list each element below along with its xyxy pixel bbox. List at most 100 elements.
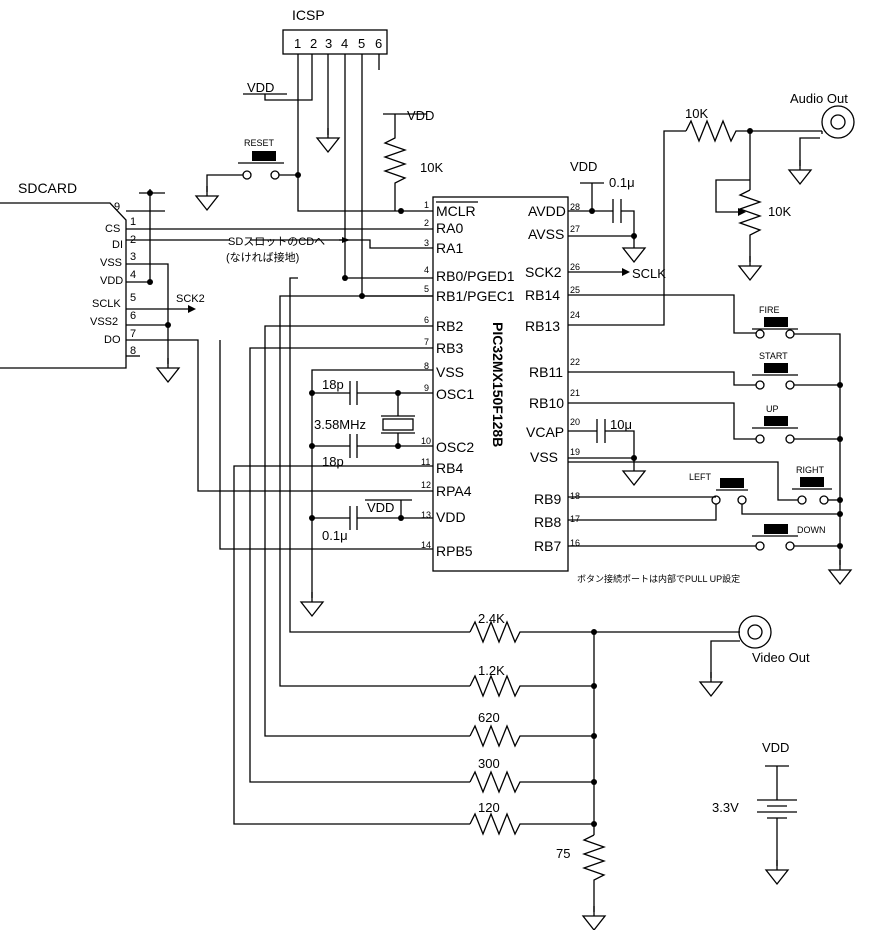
pullup-resistor-label: 10K [420, 160, 443, 175]
svg-text:11: 11 [421, 457, 430, 467]
battery-voltage: 3.3V [712, 800, 739, 815]
crystal-label: 3.58MHz [314, 417, 366, 432]
svg-text:SCLK: SCLK [92, 298, 121, 310]
svg-text:VDD: VDD [436, 509, 466, 525]
svg-text:16: 16 [570, 538, 580, 548]
left-button[interactable]: LEFT [689, 472, 748, 505]
svg-text:18: 18 [570, 491, 580, 501]
icsp-pin-6: 6 [375, 36, 382, 51]
reset-label: RESET [244, 138, 275, 148]
svg-text:7: 7 [130, 328, 136, 340]
svg-text:VCAP: VCAP [526, 424, 564, 440]
svg-text:VSS: VSS [436, 364, 464, 380]
audio-resistor-label: 10K [685, 106, 708, 121]
svg-text:10: 10 [421, 436, 431, 446]
fire-button[interactable]: FIRE [752, 305, 798, 339]
svg-text:3: 3 [130, 251, 136, 263]
svg-text:12: 12 [421, 480, 431, 490]
svg-text:VDD: VDD [100, 275, 123, 287]
svg-text:620: 620 [478, 710, 500, 725]
svg-text:CS: CS [105, 223, 120, 235]
svg-text:75: 75 [556, 846, 570, 861]
icsp-pin-1: 1 [294, 36, 301, 51]
svg-text:21: 21 [570, 388, 580, 398]
svg-text:SCK2: SCK2 [525, 264, 562, 280]
svg-text:8: 8 [424, 361, 429, 371]
pin-mclr: MCLR [436, 203, 476, 219]
svg-text:LEFT: LEFT [689, 472, 712, 482]
cap-vcap-label: 10μ [610, 417, 632, 432]
icsp-title: ICSP [292, 7, 325, 23]
svg-text:24: 24 [570, 310, 580, 320]
button-pullup-note: ボタン接続ポートは内部でPULL UP設定 [577, 573, 740, 584]
svg-text:1: 1 [130, 216, 136, 228]
svg-text:VSS2: VSS2 [90, 316, 118, 328]
svg-text:RA0: RA0 [436, 220, 463, 236]
svg-text:AVSS: AVSS [528, 226, 564, 242]
svg-text:19: 19 [570, 447, 580, 457]
svg-text:DI: DI [112, 239, 123, 251]
svg-text:9: 9 [424, 383, 429, 393]
svg-text:1: 1 [424, 200, 429, 210]
icsp-connector: ICSP 1 2 3 4 5 6 [282, 7, 388, 55]
svg-text:RB4: RB4 [436, 460, 463, 476]
svg-text:RB1/PGEC1: RB1/PGEC1 [436, 288, 515, 304]
svg-text:27: 27 [570, 224, 580, 234]
svg-text:RB0/PGED1: RB0/PGED1 [436, 268, 515, 284]
svg-text:RB9: RB9 [534, 491, 561, 507]
mcu-ic: PIC32MX150F128B MCLR RA0 RA1 RB0/PGED1 R… [421, 196, 580, 572]
svg-text:120: 120 [478, 800, 500, 815]
svg-text:20: 20 [570, 417, 580, 427]
svg-text:VDD: VDD [762, 740, 789, 755]
svg-text:RPB5: RPB5 [436, 543, 473, 559]
svg-text:RB13: RB13 [525, 318, 560, 334]
mcu-part-number: PIC32MX150F128B [490, 322, 506, 447]
svg-text:VSS: VSS [530, 449, 558, 465]
sd-cd-note-2: (なければ接地) [226, 251, 299, 264]
vdd13-label: VDD [367, 500, 394, 515]
video-out-jack: Video Out [738, 615, 810, 665]
svg-text:6: 6 [424, 315, 429, 325]
cap-avdd-label: 0.1μ [609, 175, 635, 190]
svg-text:OSC1: OSC1 [436, 386, 474, 402]
avdd-vdd-label: VDD [570, 159, 597, 174]
svg-text:7: 7 [424, 337, 429, 347]
svg-text:RB10: RB10 [529, 395, 564, 411]
svg-text:RB14: RB14 [525, 287, 560, 303]
cap-osc1-label: 18p [322, 377, 344, 392]
icsp-pin-2: 2 [310, 36, 317, 51]
video-out-label: Video Out [752, 650, 810, 665]
icsp-vdd-label: VDD [247, 80, 274, 95]
svg-text:RB11: RB11 [529, 364, 563, 380]
pullup-vdd-label: VDD [407, 108, 434, 123]
svg-text:26: 26 [570, 262, 580, 272]
audio-vr-label: 10K [768, 204, 791, 219]
svg-text:RPA4: RPA4 [436, 483, 472, 499]
sd-cd-note: SDスロットのCDへ [228, 236, 325, 248]
audio-out-label: Audio Out [790, 91, 848, 106]
video-dac: 2.4K 1.2K 620 300 120 75 [469, 611, 740, 930]
svg-text:300: 300 [478, 756, 500, 771]
right-button[interactable]: RIGHT [792, 465, 832, 505]
svg-text:6: 6 [130, 310, 136, 322]
svg-text:RB8: RB8 [534, 514, 561, 530]
svg-text:25: 25 [570, 285, 580, 295]
svg-text:DOWN: DOWN [797, 525, 826, 535]
svg-text:DO: DO [104, 334, 121, 346]
svg-text:8: 8 [130, 345, 136, 357]
svg-text:9: 9 [114, 201, 120, 213]
svg-text:28: 28 [570, 202, 580, 212]
svg-text:4: 4 [130, 269, 136, 281]
sdcard-title: SDCARD [18, 180, 77, 196]
start-button[interactable]: START [752, 351, 798, 390]
svg-text:3: 3 [424, 238, 429, 248]
svg-text:FIRE: FIRE [759, 305, 780, 315]
reset-switch: RESET [195, 138, 301, 211]
svg-text:RA1: RA1 [436, 240, 463, 256]
up-button[interactable]: UP [752, 404, 798, 444]
battery: VDD 3.3V [712, 740, 797, 885]
svg-text:13: 13 [421, 510, 431, 520]
svg-text:RB3: RB3 [436, 340, 463, 356]
cap-osc2-label: 18p [322, 454, 344, 469]
